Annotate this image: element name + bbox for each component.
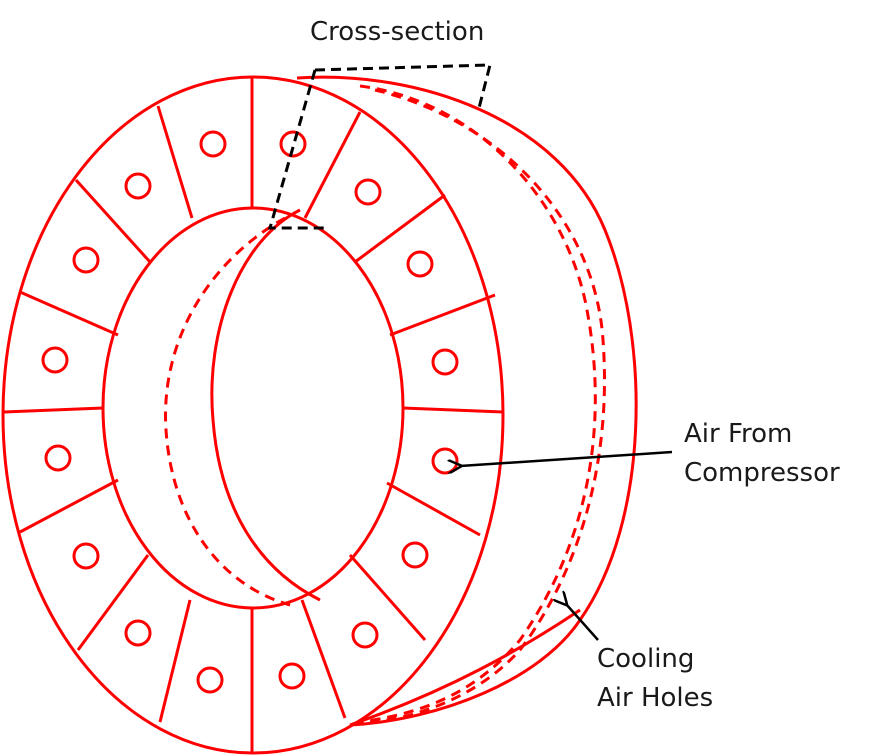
cross-section-outline <box>268 63 492 230</box>
divider <box>386 481 481 537</box>
cooling-air-holes-label-line1: Cooling <box>597 644 694 674</box>
divider <box>354 193 446 264</box>
cooling-hole <box>199 130 227 158</box>
divider <box>19 290 119 337</box>
divider <box>389 293 496 337</box>
cooling-air-holes-label-line2: Air Holes <box>597 683 713 713</box>
divider <box>303 111 362 219</box>
divider <box>3 406 104 414</box>
air-from-compressor-label-line2: Compressor <box>684 458 840 488</box>
cooling-hole <box>278 662 306 690</box>
cooling-air-holes-arrow <box>566 604 599 641</box>
segment-dividers <box>3 78 504 752</box>
ring-outer-back-edge <box>296 75 638 727</box>
divider <box>156 105 194 219</box>
divider <box>158 599 192 723</box>
air-from-compressor-arrow <box>460 450 673 466</box>
cooling-hole <box>124 619 152 647</box>
divider <box>74 178 152 264</box>
cooling-hole <box>351 621 379 649</box>
cooling-hole <box>41 346 69 374</box>
cooling-hole <box>72 542 100 570</box>
cross-section-label: Cross-section <box>310 17 484 47</box>
air-from-compressor-label-line1: Air From <box>684 419 792 449</box>
ring-outer-ellipse <box>1 75 505 755</box>
cooling-hole <box>406 250 434 278</box>
divider <box>402 406 504 414</box>
inner-bore-front <box>210 208 321 602</box>
cooling-hole <box>72 246 100 274</box>
divider <box>19 478 119 534</box>
cooling-hole <box>431 447 459 475</box>
cooling-hole <box>279 130 307 158</box>
cooling-hole <box>124 172 152 200</box>
inner-dashed-contour-1 <box>359 84 597 724</box>
ring-inner-ellipse <box>101 206 405 610</box>
ring-back-lower-edge <box>349 608 581 727</box>
cooling-hole <box>354 178 382 206</box>
inner-dashed-contour-2 <box>369 88 606 724</box>
cooling-hole <box>431 348 459 376</box>
cooling-hole <box>401 541 429 569</box>
divider <box>76 554 150 651</box>
inner-bore-dashed <box>164 216 291 607</box>
cooling-hole <box>196 666 224 694</box>
divider <box>348 554 427 641</box>
cooling-hole <box>44 444 72 472</box>
divider <box>300 599 347 719</box>
